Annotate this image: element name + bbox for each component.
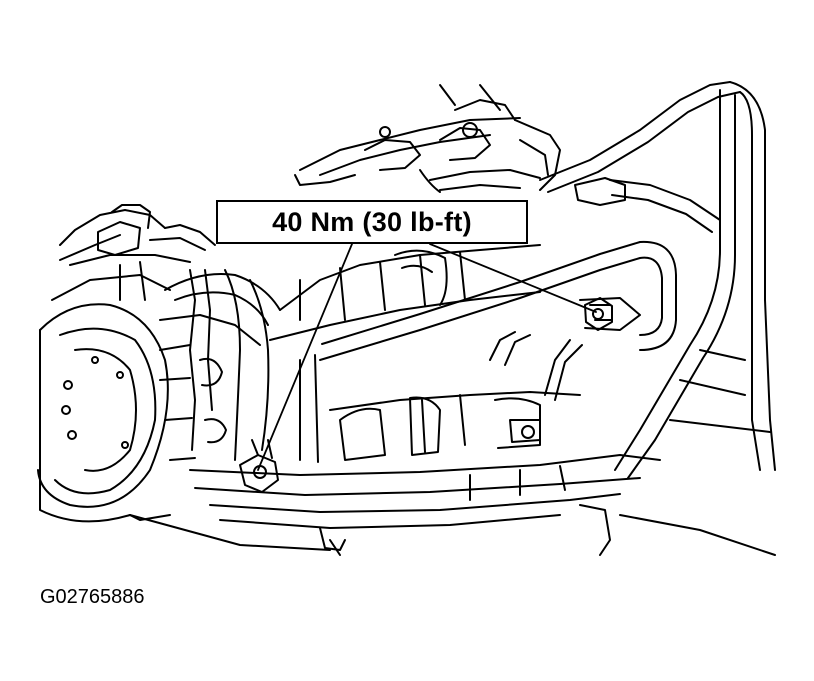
torque-callout: 40 Nm (30 lb-ft) (216, 200, 528, 244)
engine-upper-left (59, 204, 216, 301)
cross-pipe (319, 240, 677, 361)
cooler-line (539, 81, 766, 301)
bell-housing (159, 269, 281, 461)
filler-tube (614, 89, 776, 479)
leader-line-right (429, 243, 597, 313)
valve-body (299, 331, 583, 463)
oil-pan (129, 454, 776, 556)
transmission-case (269, 84, 561, 341)
torque-spec-label: 40 Nm (30 lb-ft) (272, 206, 472, 237)
bracket-bolt-right (584, 297, 613, 331)
figure-id: G02765886 (40, 586, 145, 608)
leader-line-left (257, 243, 353, 471)
flywheel (37, 234, 171, 523)
leader-lines (257, 243, 597, 471)
